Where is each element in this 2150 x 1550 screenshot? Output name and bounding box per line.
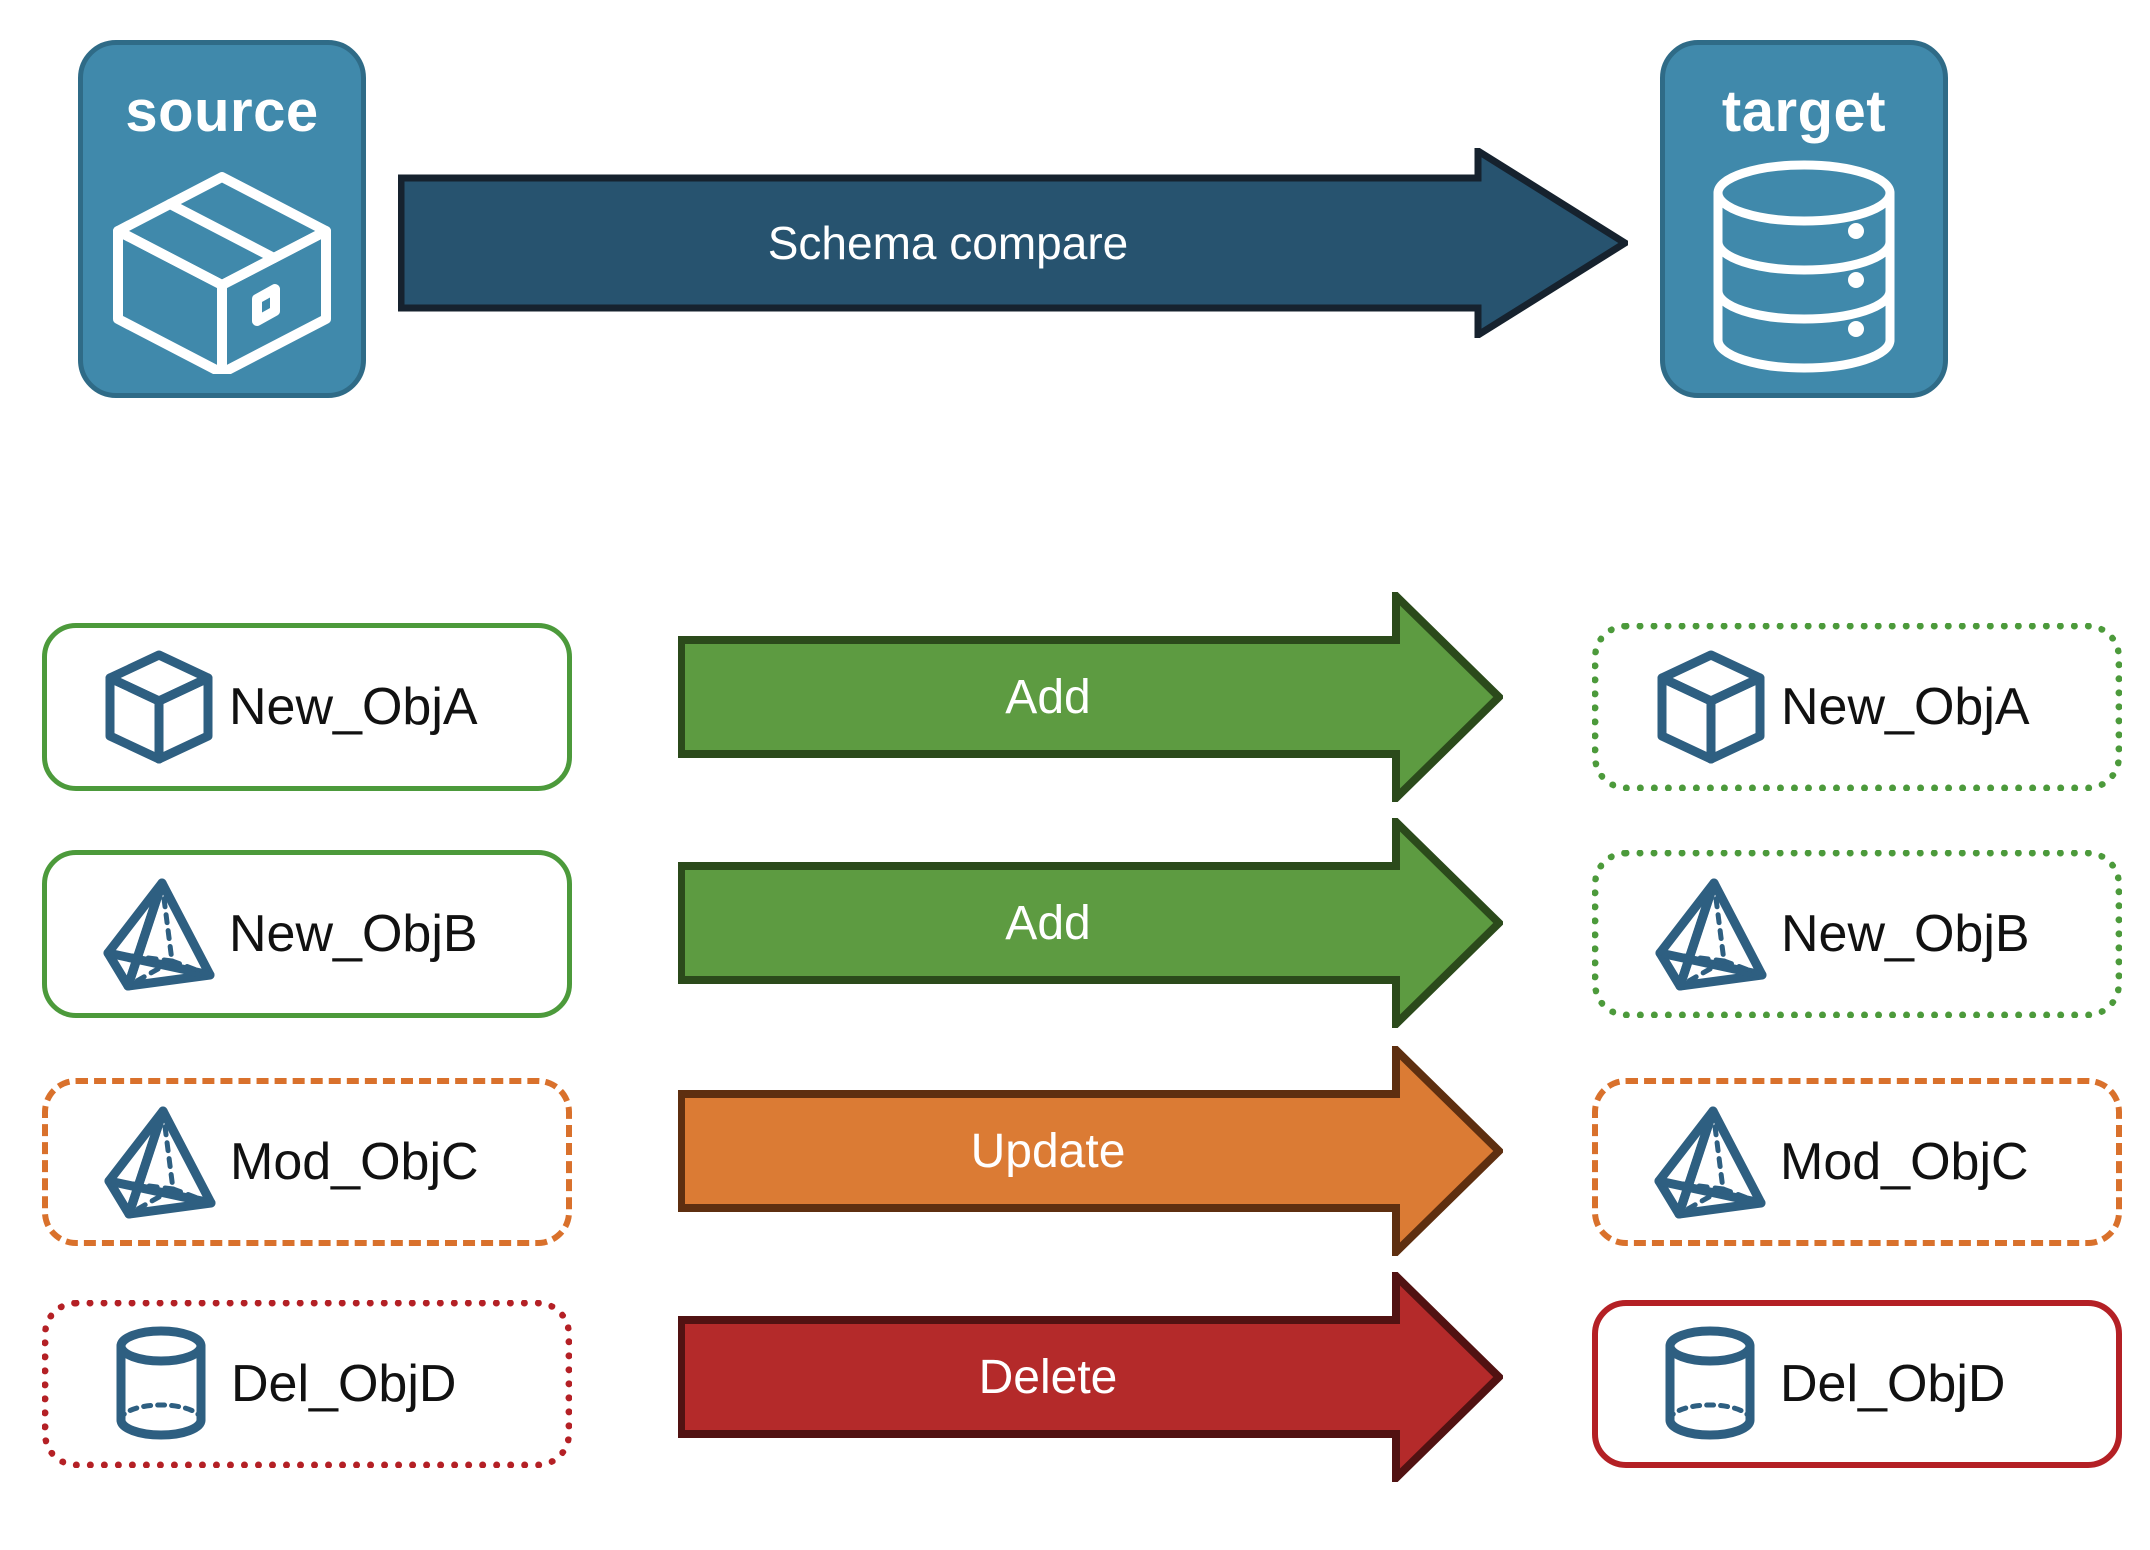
action-arrow-delete — [678, 1272, 1503, 1482]
target-object-label-2: New_ObjB — [1781, 905, 2030, 963]
target-object-row-3[interactable]: Mod_ObjC — [1592, 1078, 2122, 1246]
wireframe-cylinder-icon — [1650, 1324, 1770, 1444]
action-arrow-add-1 — [678, 592, 1503, 802]
source-object-label-2: New_ObjB — [229, 905, 478, 963]
target-object-row-4[interactable]: Del_ObjD — [1592, 1300, 2122, 1468]
wireframe-pyramid-icon — [1651, 875, 1771, 993]
source-object-row-3[interactable]: Mod_ObjC — [42, 1078, 572, 1246]
action-arrow-update — [678, 1046, 1503, 1256]
box-3d-icon — [83, 159, 361, 374]
wireframe-pyramid-icon — [1650, 1103, 1770, 1221]
wireframe-cube-icon — [1651, 648, 1771, 766]
source-object-label-3: Mod_ObjC — [230, 1133, 479, 1191]
source-object-row-1[interactable]: New_ObjA — [42, 623, 572, 791]
target-panel-title: target — [1721, 79, 1887, 144]
target-object-row-1[interactable]: New_ObjA — [1592, 623, 2122, 791]
wireframe-pyramid-icon — [99, 875, 219, 993]
target-panel: target — [1660, 40, 1948, 398]
source-panel-title: source — [125, 79, 319, 144]
target-object-label-4: Del_ObjD — [1780, 1355, 2006, 1413]
target-object-label-1: New_ObjA — [1781, 678, 2030, 736]
target-object-row-2[interactable]: New_ObjB — [1592, 850, 2122, 1018]
source-object-label-4: Del_ObjD — [231, 1355, 457, 1413]
source-object-label-1: New_ObjA — [229, 678, 478, 736]
source-panel: source — [78, 40, 366, 398]
wireframe-cube-icon — [99, 648, 219, 766]
action-arrow-add-2 — [678, 818, 1503, 1028]
schema-compare-arrow — [398, 148, 1628, 338]
target-object-label-3: Mod_ObjC — [1780, 1133, 2029, 1191]
database-cylinder-icon — [1665, 159, 1943, 374]
wireframe-cylinder-icon — [101, 1324, 221, 1444]
source-object-row-2[interactable]: New_ObjB — [42, 850, 572, 1018]
wireframe-pyramid-icon — [100, 1103, 220, 1221]
source-object-row-4[interactable]: Del_ObjD — [42, 1300, 572, 1468]
